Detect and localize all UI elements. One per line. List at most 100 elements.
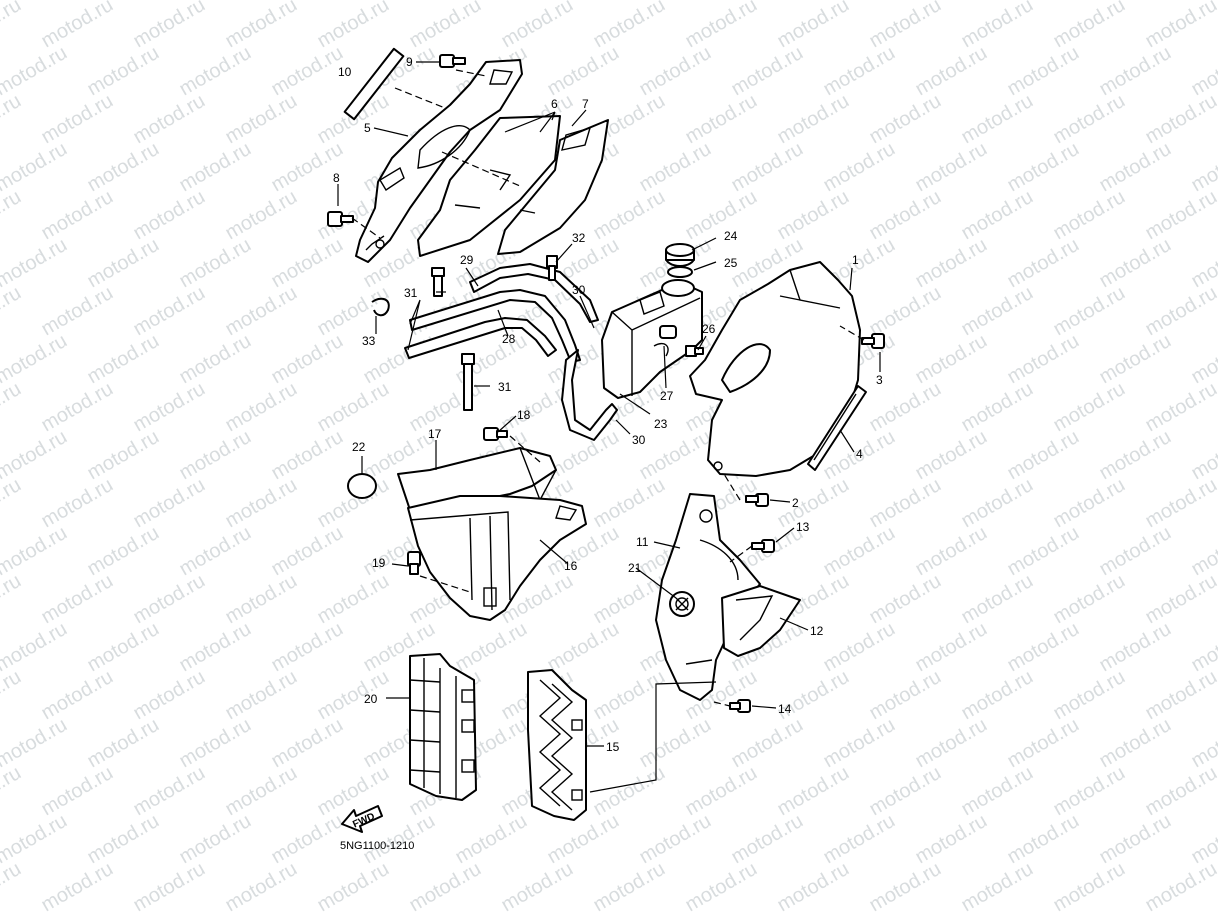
watermark-text: motod.ru [682, 858, 761, 914]
callout-20: 20 [364, 692, 378, 706]
watermark-text: motod.ru [38, 378, 117, 437]
callout-27: 27 [660, 389, 674, 403]
watermark-text: motod.ru [130, 474, 209, 533]
watermark-text: motod.ru [958, 186, 1037, 245]
callout-7: 7 [582, 97, 589, 111]
watermark-text: motod.ru [1050, 858, 1129, 914]
watermark-text: motod.ru [912, 42, 991, 101]
watermark-text: motod.ru [1096, 810, 1175, 869]
watermark-text: motod.ru [130, 762, 209, 821]
watermark-text: motod.ru [1142, 90, 1218, 149]
callout-4: 4 [856, 447, 863, 461]
watermark-text: motod.ru [176, 42, 255, 101]
watermark-text: motod.ru [1050, 762, 1129, 821]
watermark-text: motod.ru [1096, 138, 1175, 197]
watermark-text: motod.ru [314, 570, 393, 629]
callout-2: 2 [792, 496, 799, 510]
watermark-text: motod.ru [84, 618, 163, 677]
watermark-text: motod.ru [452, 810, 531, 869]
watermark-text: motod.ru [0, 378, 25, 437]
watermark-text: motod.ru [130, 570, 209, 629]
part-1-side-cover [689, 261, 867, 477]
watermark-text: motod.ru [176, 330, 255, 389]
watermark-text: motod.ru [912, 138, 991, 197]
watermark-text: motod.ru [1096, 426, 1175, 485]
watermark-text: motod.ru [590, 762, 669, 821]
watermark-text: motod.ru [38, 186, 117, 245]
watermark-text: motod.ru [728, 138, 807, 197]
watermark-text: motod.ru [590, 474, 669, 533]
watermark-text: motod.ru [958, 858, 1037, 914]
watermark-text: motod.ru [866, 666, 945, 725]
watermark-text: motod.ru [222, 282, 301, 341]
watermark-text: motod.ru [636, 42, 715, 101]
watermark-text: motod.ru [912, 426, 991, 485]
watermark-text: motod.ru [268, 618, 347, 677]
watermark-text: motod.ru [1142, 0, 1218, 52]
part-9-bolt [439, 54, 466, 68]
watermark-text: motod.ru [774, 0, 853, 52]
part-25-seal [667, 266, 693, 278]
callout-33: 33 [362, 334, 376, 348]
watermark-text: motod.ru [958, 0, 1037, 52]
watermark-text: motod.ru [1142, 378, 1218, 437]
watermark-text: motod.ru [1004, 522, 1083, 581]
watermark-text: motod.ru [268, 426, 347, 485]
watermark-text: motod.ru [1188, 138, 1218, 197]
watermark-text: motod.ru [268, 522, 347, 581]
watermark-text: motod.ru [0, 186, 25, 245]
watermark-text: motod.ru [176, 618, 255, 677]
watermark-text: motod.ru [314, 666, 393, 725]
watermark-text: motod.ru [1004, 618, 1083, 677]
part-26-bolt [685, 345, 704, 357]
watermark-text: motod.ru [406, 0, 485, 52]
watermark-text: motod.ru [1188, 234, 1218, 293]
watermark-text: motod.ru [1004, 138, 1083, 197]
watermark-text: motod.ru [268, 714, 347, 773]
callout-5: 5 [364, 121, 371, 135]
watermark-text: motod.ru [1004, 426, 1083, 485]
part-10-strip [343, 47, 456, 121]
callout-18: 18 [517, 408, 531, 422]
watermark-text: motod.ru [866, 474, 945, 533]
callout-8: 8 [333, 171, 340, 185]
callout-25: 25 [724, 256, 738, 270]
watermark-text: motod.ru [728, 714, 807, 773]
watermark-text: motod.ru [1188, 42, 1218, 101]
watermark-text: motod.ru [1188, 426, 1218, 485]
watermark-text: motod.ru [130, 666, 209, 725]
callout-11: 11 [636, 535, 649, 549]
watermark-text: motod.ru [1004, 714, 1083, 773]
watermark-text: motod.ru [912, 618, 991, 677]
part-15-radiator-grille [527, 669, 587, 821]
watermark-text: motod.ru [1050, 474, 1129, 533]
watermark-text: motod.ru [820, 138, 899, 197]
watermark-text: motod.ru [0, 0, 25, 52]
watermark-text: motod.ru [1142, 762, 1218, 821]
watermark-text: motod.ru [222, 666, 301, 725]
watermark-text: motod.ru [682, 0, 761, 52]
watermark-text: motod.ru [1050, 186, 1129, 245]
watermark-text: motod.ru [820, 810, 899, 869]
watermark-text: motod.ru [38, 90, 117, 149]
watermark-text: motod.ru [84, 234, 163, 293]
part-14-bolt [729, 699, 751, 713]
watermark-text: motod.ru [38, 0, 117, 52]
watermark-text: motod.ru [1004, 42, 1083, 101]
watermark-text: motod.ru [1188, 522, 1218, 581]
callout-10: 10 [338, 65, 352, 79]
callout-29: 29 [460, 253, 474, 267]
watermark-text: motod.ru [958, 90, 1037, 149]
part-6-panel [417, 115, 561, 257]
part-20-radiator-guard [409, 653, 477, 801]
part-33-clip [371, 297, 390, 317]
watermark-text: motod.ru [820, 42, 899, 101]
watermark-text: motod.ru [1050, 90, 1129, 149]
watermark-text: motod.ru [176, 426, 255, 485]
watermark-text: motod.ru [38, 762, 117, 821]
callout-21: 21 [628, 561, 642, 575]
watermark-text: motod.ru [176, 138, 255, 197]
watermark-text: motod.ru [958, 378, 1037, 437]
part-23-reservoir-tank [601, 279, 703, 399]
